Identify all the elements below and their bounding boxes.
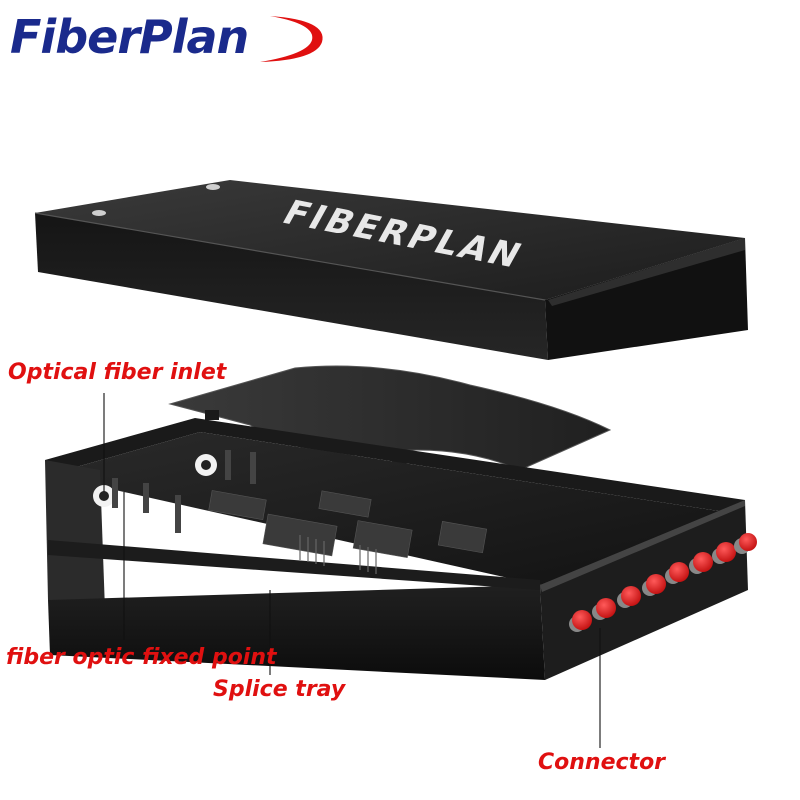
connector-6 bbox=[689, 552, 713, 574]
fiber-fixed-points bbox=[93, 450, 256, 533]
callout-optical-fiber-inlet: Optical fiber inlet bbox=[8, 360, 227, 385]
brand-logo: FiberPlan bbox=[10, 14, 249, 60]
connector-row bbox=[569, 533, 757, 632]
callout-splice-tray: Splice tray bbox=[213, 677, 346, 702]
connector-5 bbox=[665, 562, 689, 584]
leader-lines bbox=[103, 393, 601, 748]
base-box bbox=[45, 418, 757, 680]
callout-connector: Connector bbox=[538, 750, 666, 775]
connector-4 bbox=[642, 574, 666, 596]
connector-2 bbox=[592, 598, 616, 620]
connector-3 bbox=[617, 586, 641, 608]
connector-1 bbox=[569, 610, 592, 632]
lid-cover bbox=[34, 180, 748, 360]
logo-swoosh-icon bbox=[260, 16, 323, 62]
connector-8 bbox=[734, 533, 757, 554]
brand-name: FiberPlan bbox=[10, 10, 249, 64]
callout-fiber-optic-fixed-point: fiber optic fixed point bbox=[6, 645, 277, 670]
connector-7 bbox=[712, 542, 736, 564]
